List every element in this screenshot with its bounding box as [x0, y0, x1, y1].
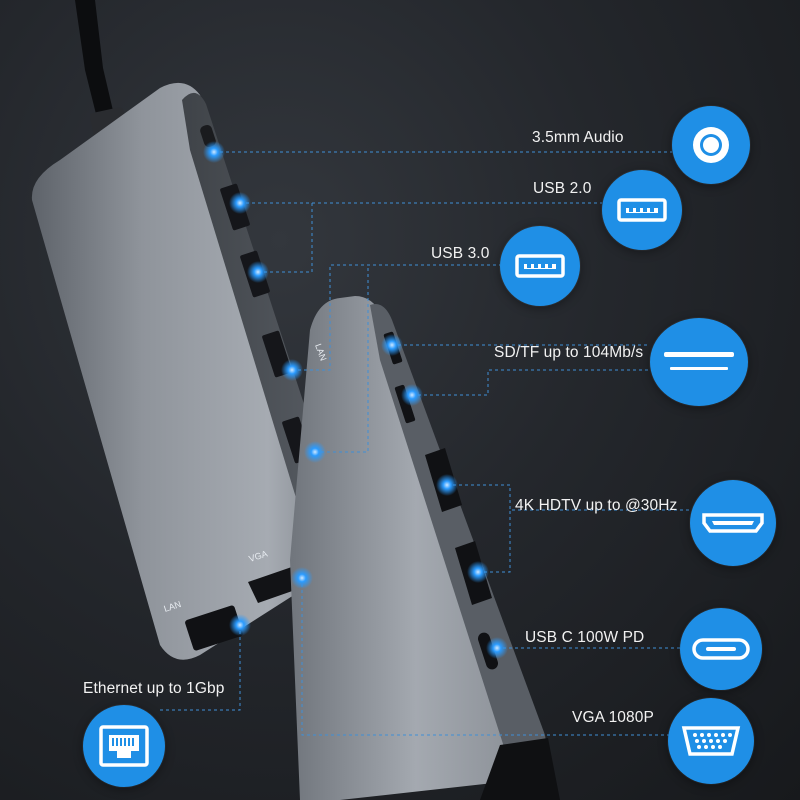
audio-label: 3.5mm Audio — [532, 129, 624, 146]
port-glow-markers — [203, 141, 508, 659]
ethernet-label: Ethernet up to 1Gbp — [83, 680, 225, 697]
usb2-label: USB 2.0 — [533, 180, 592, 197]
hdmi-port-icon — [690, 480, 776, 566]
usb-a-port-icon — [500, 226, 580, 306]
ethernet-port-icon — [83, 705, 165, 787]
vga-port-icon — [668, 698, 754, 784]
card-slot-icon — [650, 318, 748, 406]
connector-lines — [158, 151, 690, 736]
audio-jack-icon — [672, 106, 750, 184]
sd-tf-label: SD/TF up to 104Mb/s — [494, 344, 644, 361]
vga-label: VGA 1080P — [572, 709, 654, 726]
usb-a-port-icon — [602, 170, 682, 250]
usb-c-label: USB C 100W PD — [525, 629, 645, 646]
usb3-label: USB 3.0 — [431, 245, 490, 262]
cable — [75, 0, 118, 132]
hub-unit-front: LAN — [290, 296, 560, 800]
hdmi-label: 4K HDTV up to @30Hz — [515, 497, 678, 514]
usb-c-port-icon — [680, 608, 762, 690]
